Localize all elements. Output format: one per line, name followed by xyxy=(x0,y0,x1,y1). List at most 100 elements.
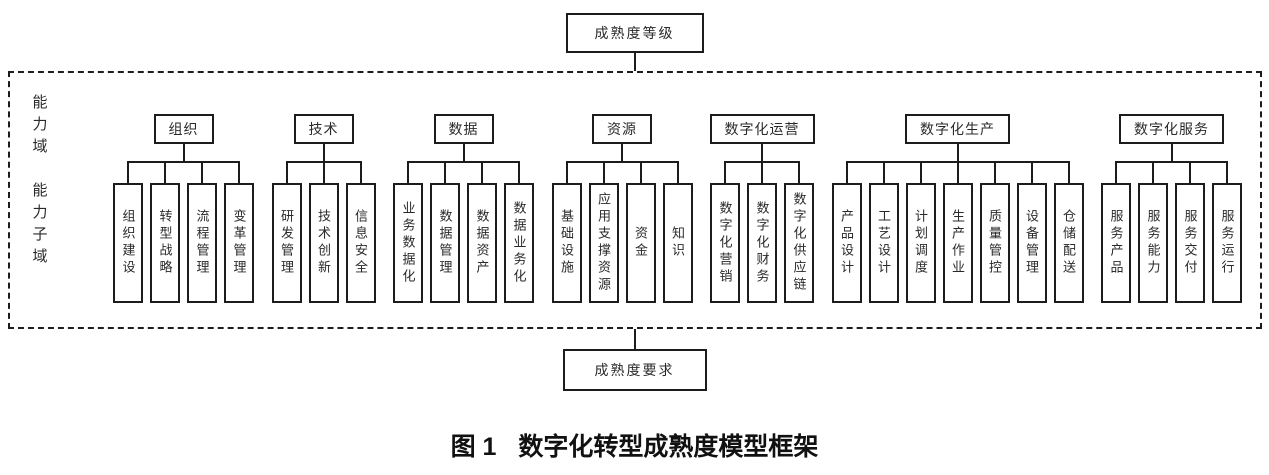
capability-subdomain-box: 仓储配送 xyxy=(1053,183,1084,303)
capability-domain-box: 数字化运营 xyxy=(709,114,815,144)
capability-subdomain-box: 服务运行 xyxy=(1212,183,1242,303)
subdomain-cell: 技术创新 xyxy=(305,161,342,303)
subdomain-cell: 流程管理 xyxy=(184,161,221,303)
subdomain-connector-stub xyxy=(724,161,726,183)
subdomain-cell: 知识 xyxy=(659,161,696,303)
subdomain-cell: 工艺设计 xyxy=(865,161,902,303)
subdomain-cell: 计划调度 xyxy=(902,161,939,303)
capability-subdomain-box: 服务交付 xyxy=(1175,183,1205,303)
capability-subdomain-box: 数据管理 xyxy=(430,183,460,303)
capability-group: 数字化运营数字化营销数字化财务数字化供应链 xyxy=(707,114,818,303)
subdomain-connector-stub xyxy=(201,161,203,183)
subdomain-cells: 产品设计工艺设计计划调度生产作业质量管控设备管理仓储配送 xyxy=(828,161,1087,303)
subdomain-connector-stub xyxy=(1152,161,1154,183)
subdomain-connector-stub xyxy=(1189,161,1191,183)
figure-caption: 图 1 数字化转型成熟度模型框架 xyxy=(0,427,1269,463)
subdomain-connector-stub xyxy=(919,161,922,183)
figure-number: 图 1 xyxy=(450,433,497,461)
subdomain-connector-stub xyxy=(407,161,409,183)
capability-subdomain-box: 业务数据化 xyxy=(393,183,423,303)
subdomain-connector-stub xyxy=(956,161,959,183)
subdomain-connector-stub xyxy=(1115,161,1117,183)
subdomain-cell: 生产作业 xyxy=(939,161,976,303)
subdomain-cell: 信息安全 xyxy=(342,161,379,303)
capability-subdomain-box: 组织建设 xyxy=(113,183,143,303)
subdomain-cells: 业务数据化数据管理数据资产数据业务化 xyxy=(390,161,538,303)
subdomain-connector-stub xyxy=(238,161,240,183)
group-connector-stem xyxy=(1170,144,1173,161)
capability-subdomain-box: 计划调度 xyxy=(905,183,936,303)
side-label-capability-subdomain: 能力子域 xyxy=(30,182,47,270)
subdomain-cell: 业务数据化 xyxy=(390,161,427,303)
group-connector-stem xyxy=(182,144,185,161)
capability-subdomain-box: 数字化财务 xyxy=(747,183,777,303)
subdomain-cell: 数据管理 xyxy=(427,161,464,303)
capability-subdomain-box: 生产作业 xyxy=(942,183,973,303)
subdomain-connector-stub xyxy=(518,161,520,183)
subdomain-cell: 基础设施 xyxy=(548,161,585,303)
capability-group: 资源基础设施应用支撑资源资金知识 xyxy=(548,114,696,303)
side-label-capability-domain: 能力域 xyxy=(30,94,47,160)
diagram-stack: 成熟度等级 能力域 能力子域 组织组织建设转型战略流程管理变革管理技术研发管理技… xyxy=(7,13,1262,391)
subdomain-cell: 服务交付 xyxy=(1172,161,1209,303)
subdomain-cell: 数字化营销 xyxy=(707,161,744,303)
capability-subdomain-box: 转型战略 xyxy=(150,183,180,303)
subdomain-connector-stub xyxy=(481,161,483,183)
capability-subdomain-box: 基础设施 xyxy=(551,183,582,303)
subdomain-cells: 数字化营销数字化财务数字化供应链 xyxy=(707,161,818,303)
capability-group: 数据业务数据化数据管理数据资产数据业务化 xyxy=(390,114,538,303)
subdomain-connector-stub xyxy=(602,161,605,183)
subdomain-connector-stub xyxy=(127,161,129,183)
capability-domain-box: 数字化生产 xyxy=(905,114,1010,144)
group-connector-stem xyxy=(956,144,959,161)
capability-subdomain-box: 服务能力 xyxy=(1138,183,1168,303)
subdomain-cell: 服务运行 xyxy=(1209,161,1246,303)
subdomain-cell: 研发管理 xyxy=(268,161,305,303)
capability-subdomain-box: 数字化营销 xyxy=(710,183,740,303)
subdomain-connector-stub xyxy=(285,161,288,183)
subdomain-connector-stub xyxy=(1067,161,1070,183)
subdomain-cell: 变革管理 xyxy=(221,161,258,303)
capability-subdomain-box: 研发管理 xyxy=(271,183,302,303)
capability-subdomain-box: 知识 xyxy=(662,183,693,303)
subdomain-connector-stub xyxy=(444,161,446,183)
capability-subdomain-box: 信息安全 xyxy=(345,183,376,303)
subdomain-cell: 组织建设 xyxy=(110,161,147,303)
capability-domain-box: 数字化服务 xyxy=(1119,114,1224,144)
capability-subdomain-box: 服务产品 xyxy=(1101,183,1131,303)
subdomain-connector-stub xyxy=(359,161,362,183)
group-connector-stem xyxy=(761,144,763,161)
capability-domain-box: 资源 xyxy=(592,114,652,144)
subdomain-cells: 服务产品服务能力服务交付服务运行 xyxy=(1098,161,1246,303)
subdomain-connector-stub xyxy=(993,161,996,183)
groups-row: 组织组织建设转型战略流程管理变革管理技术研发管理技术创新信息安全数据业务数据化数… xyxy=(110,114,1246,303)
subdomain-connector-stub xyxy=(1226,161,1228,183)
capability-subdomain-box: 数据业务化 xyxy=(504,183,534,303)
capability-frame: 能力域 能力子域 组织组织建设转型战略流程管理变革管理技术研发管理技术创新信息安… xyxy=(7,71,1262,329)
subdomain-connector-stub xyxy=(639,161,642,183)
capability-subdomain-box: 流程管理 xyxy=(187,183,217,303)
capability-group: 技术研发管理技术创新信息安全 xyxy=(268,114,379,303)
subdomain-cell: 设备管理 xyxy=(1013,161,1050,303)
bottom-connector-stem xyxy=(633,329,636,349)
capability-subdomain-box: 产品设计 xyxy=(831,183,862,303)
subdomain-cells: 研发管理技术创新信息安全 xyxy=(268,161,379,303)
subdomain-cells: 组织建设转型战略流程管理变革管理 xyxy=(110,161,258,303)
capability-group: 数字化生产产品设计工艺设计计划调度生产作业质量管控设备管理仓储配送 xyxy=(828,114,1087,303)
subdomain-cell: 数字化财务 xyxy=(744,161,781,303)
subdomain-cell: 服务能力 xyxy=(1135,161,1172,303)
subdomain-cell: 转型战略 xyxy=(147,161,184,303)
capability-subdomain-box: 设备管理 xyxy=(1016,183,1047,303)
subdomain-cells: 基础设施应用支撑资源资金知识 xyxy=(548,161,696,303)
subdomain-connector-stub xyxy=(676,161,679,183)
group-connector-stem xyxy=(322,144,325,161)
subdomain-connector-stub xyxy=(565,161,568,183)
subdomain-connector-stub xyxy=(798,161,800,183)
capability-subdomain-box: 变革管理 xyxy=(224,183,254,303)
maturity-requirements-box: 成熟度要求 xyxy=(562,349,707,391)
capability-domain-box: 技术 xyxy=(293,114,354,144)
subdomain-connector-stub xyxy=(1030,161,1033,183)
maturity-level-box: 成熟度等级 xyxy=(565,13,704,53)
capability-group: 组织组织建设转型战略流程管理变革管理 xyxy=(110,114,258,303)
